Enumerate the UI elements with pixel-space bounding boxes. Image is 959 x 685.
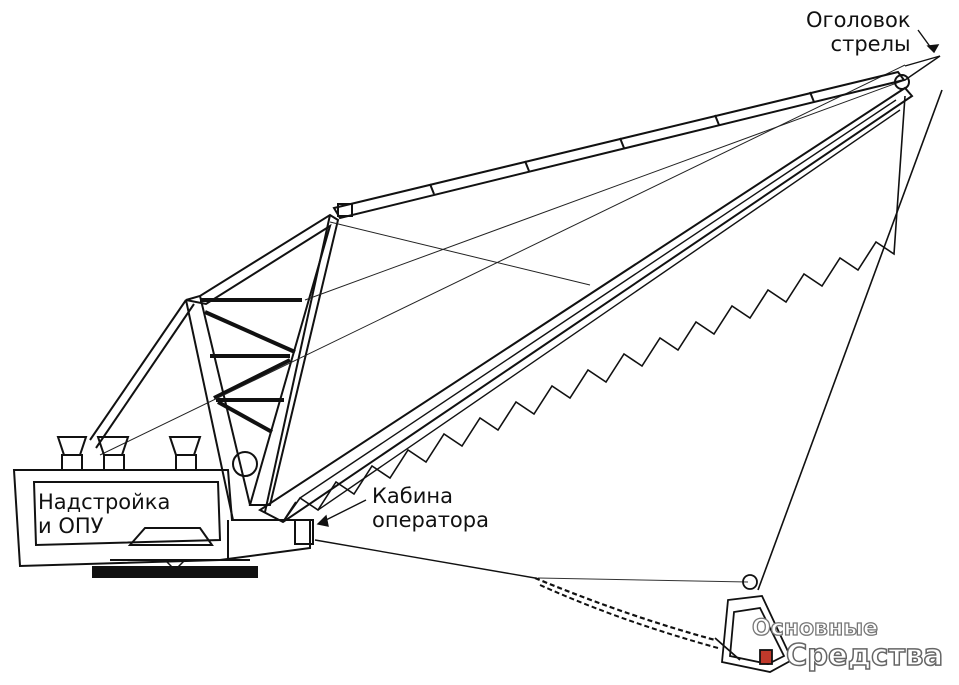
gantry-pendant: [332, 70, 906, 220]
watermark-logo: Основные Средства: [751, 616, 944, 672]
boom-point-label: Оголовок стрелы: [806, 8, 911, 56]
boom-point-label-line1: Оголовок: [806, 8, 911, 32]
hoist-rope: [757, 89, 943, 591]
superstructure-label-line2: и ОПУ: [38, 514, 104, 538]
bucket: [714, 574, 794, 673]
operator-cab-label: Кабина оператора: [372, 484, 489, 532]
boom-point-label-line2: стрелы: [830, 32, 911, 56]
watermark-line2: Средства: [785, 638, 944, 672]
operator-cab-label-line1: Кабина: [372, 484, 453, 508]
boom-point: [894, 55, 941, 90]
mast-bracing: [200, 298, 302, 434]
mast-frame: [89, 213, 340, 521]
superstructure-label-line1: Надстройка: [38, 490, 171, 514]
label-pointers: [316, 29, 940, 527]
boom: [258, 86, 914, 524]
superstructure-label: Надстройка и ОПУ: [38, 490, 170, 538]
operator-cab-label-line2: оператора: [372, 508, 489, 532]
watermark-line1: Основные: [751, 616, 878, 641]
drag-rope: [314, 539, 719, 649]
superstructure: [12, 436, 314, 568]
dump-rope: [537, 577, 749, 583]
pendants: [99, 64, 906, 456]
tub-base: [92, 559, 258, 578]
